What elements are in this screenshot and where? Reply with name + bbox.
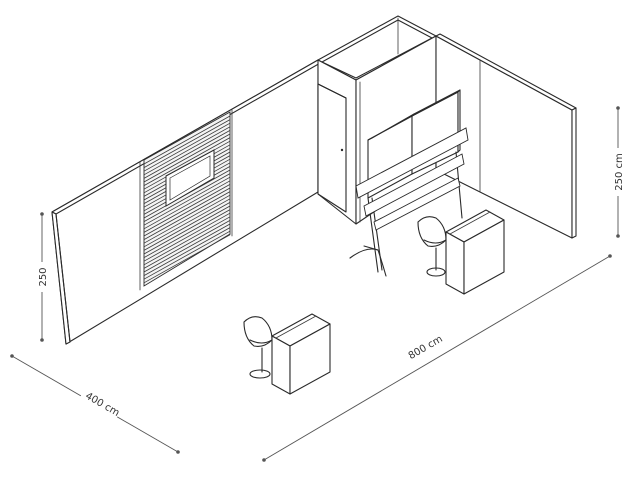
slat [143,201,231,251]
slat [143,234,231,284]
slat [143,212,231,262]
slat [143,126,231,176]
chair-front [243,316,273,379]
window [165,149,215,207]
counter-front [271,313,331,395]
slat [143,191,231,241]
dimension-left-height: 250 [36,212,49,342]
slat [143,122,231,172]
slat [143,219,231,269]
dimension-depth: 400 cm [10,354,180,454]
display-stand [349,89,469,277]
slat [143,119,231,169]
slat [143,230,231,280]
slat [143,209,231,259]
shelf [355,127,469,199]
dimension-right-height: 250 cm [612,106,625,238]
chair-right [417,216,447,277]
slat [143,176,231,226]
shelf [363,153,465,217]
slat [143,129,231,179]
right-back-wall [435,33,577,239]
slat [143,227,231,277]
slat [143,205,231,255]
slat [143,115,231,165]
counter-right [445,209,505,295]
slat [143,183,231,233]
slat [143,194,231,244]
slat [143,198,231,248]
slat [143,180,231,230]
slatted-panel [143,111,231,287]
label-left-height: 250 [38,267,49,286]
slat [143,133,231,183]
slat [143,216,231,266]
slat [143,223,231,273]
slat [143,187,231,237]
slat [143,137,231,187]
label-right-height: 250 cm [614,153,625,191]
shelf [373,177,461,231]
slat [143,173,231,223]
